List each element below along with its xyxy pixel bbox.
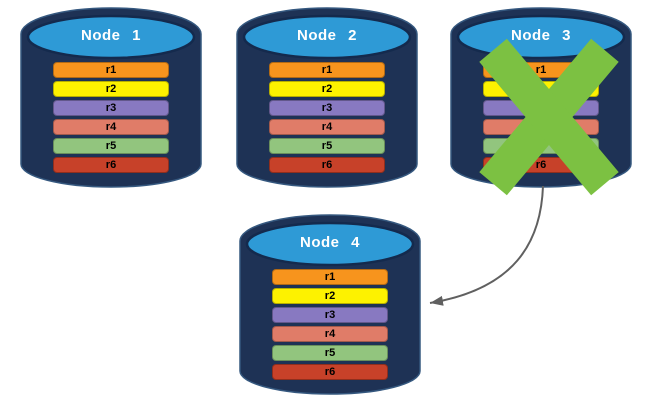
replica-list: r1 r2 r3 r4 r5 r6 [272,269,388,383]
replica-bar: r4 [269,119,385,135]
node-title: Node 4 [299,234,360,251]
replica-bar: r6 [272,364,388,380]
replica-bar: r1 [53,62,169,78]
replica-bar: r1 [269,62,385,78]
cylinder-top [26,14,196,60]
replica-list: r1 r2 r3 r4 r5 r6 [269,62,385,176]
replica-bar: r4 [53,119,169,135]
replica-bar: r3 [53,100,169,116]
node-3: Node 3 r1 r2 r3 r4 r5 r6 [450,4,632,196]
replica-bar: r3 [272,307,388,323]
replica-bar: r5 [272,345,388,361]
failure-x-icon [479,38,619,196]
node-title: Node 1 [80,27,141,44]
replica-bar: r1 [272,269,388,285]
node-title: Node 3 [510,27,571,44]
cylinder-top [245,221,415,267]
node-4: Node 4 r1 r2 r3 r4 r5 r6 [239,211,421,399]
replica-bar: r5 [269,138,385,154]
replica-list: r1 r2 r3 r4 r5 r6 [53,62,169,176]
replica-bar: r2 [53,81,169,97]
replica-bar: r5 [53,138,169,154]
cylinder-top [242,14,412,60]
node-title: Node 2 [296,27,357,44]
replica-bar: r2 [272,288,388,304]
replica-bar: r3 [269,100,385,116]
replica-bar: r4 [272,326,388,342]
replica-bar: r6 [269,157,385,173]
arrow-curve [429,185,544,306]
node-1: Node 1 r1 r2 r3 r4 r5 r6 [20,4,202,192]
replica-bar: r2 [269,81,385,97]
node-2: Node 2 r1 r2 r3 r4 r5 r6 [236,4,418,192]
replica-bar: r6 [53,157,169,173]
